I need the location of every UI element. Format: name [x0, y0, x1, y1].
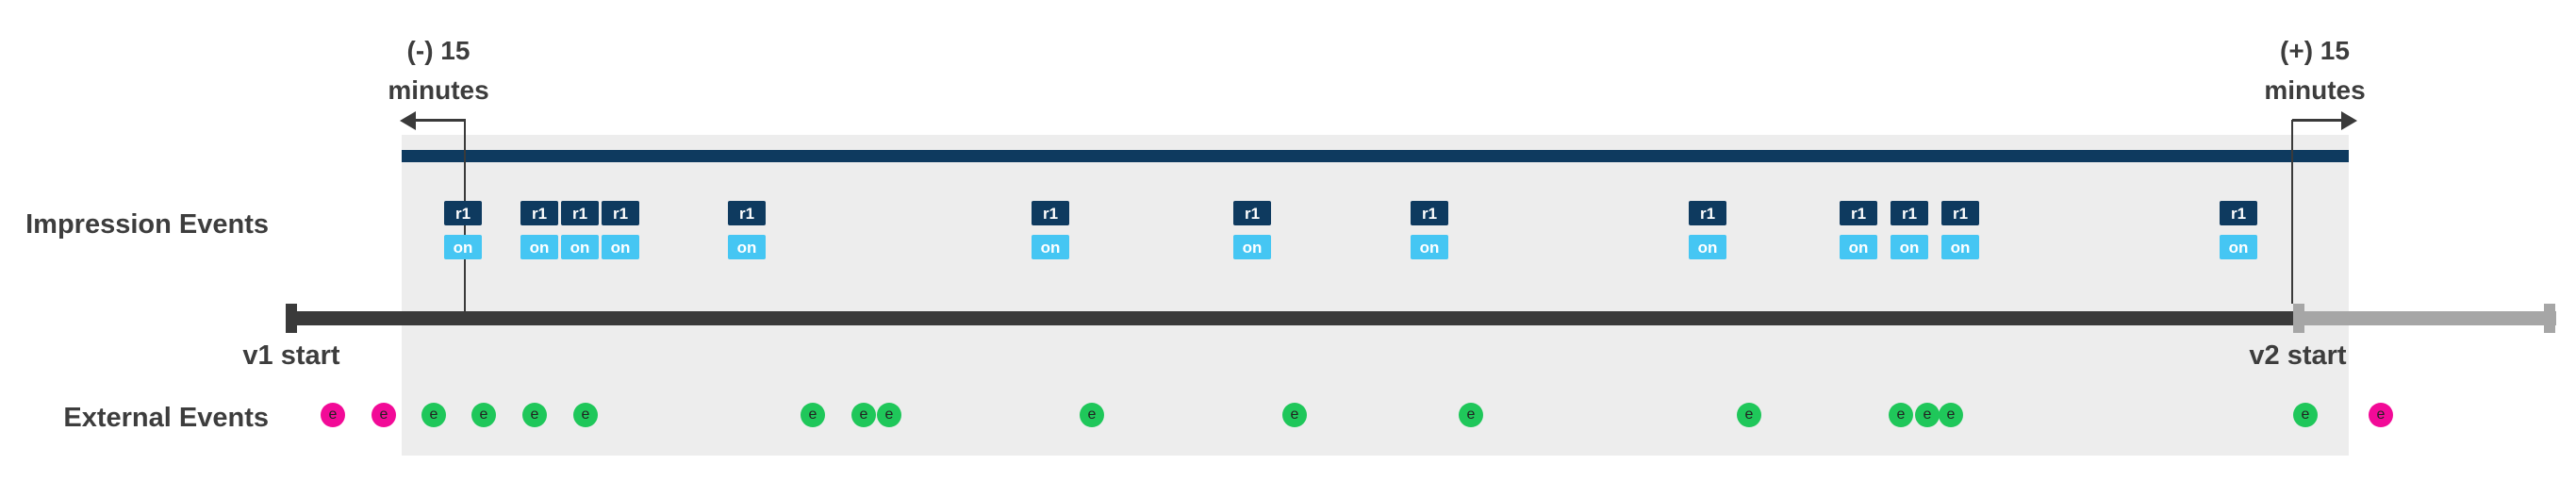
on-badge: on — [602, 235, 639, 259]
r1-badge: r1 — [1411, 201, 1448, 225]
timeline-end-cap — [2544, 304, 2555, 333]
external-event-dot-green: e — [1939, 403, 1963, 427]
external-event-dot-green: e — [877, 403, 901, 427]
impression-badge-pair: r1 on — [561, 201, 599, 259]
plus-15-arrowhead-icon — [2341, 111, 2357, 130]
on-badge: on — [1840, 235, 1877, 259]
v1-start-cap — [286, 304, 297, 333]
external-event-dot-green: e — [522, 403, 547, 427]
reporting-window-band — [402, 135, 2349, 456]
on-badge: on — [561, 235, 599, 259]
external-event-dot-green: e — [573, 403, 598, 427]
minus-15-arrow-line — [414, 119, 466, 122]
external-event-dot-green: e — [2293, 403, 2318, 427]
external-event-dot-green: e — [801, 403, 825, 427]
on-badge: on — [728, 235, 766, 259]
impression-badge-pair: r1 on — [444, 201, 482, 259]
external-event-dot-green: e — [421, 403, 446, 427]
external-event-dot-magenta: e — [372, 403, 396, 427]
external-event-dot-green: e — [1889, 403, 1913, 427]
impression-events-label: Impression Events — [25, 209, 269, 240]
on-badge: on — [1689, 235, 1726, 259]
on-badge: on — [444, 235, 482, 259]
external-event-dot-green: e — [1080, 403, 1104, 427]
minus-15-line1: (-) 15 — [406, 36, 471, 65]
external-event-dot-magenta: e — [321, 403, 345, 427]
r1-badge: r1 — [1891, 201, 1928, 225]
on-badge: on — [1233, 235, 1271, 259]
r1-badge: r1 — [561, 201, 599, 225]
impression-badge-pair: r1 on — [1840, 201, 1877, 259]
minus-15-line2: minutes — [388, 75, 489, 105]
r1-badge: r1 — [444, 201, 482, 225]
plus-15-connector-line — [2291, 120, 2293, 304]
r1-badge: r1 — [1233, 201, 1271, 225]
v2-start-cap — [2293, 304, 2304, 333]
plus-15-line2: minutes — [2264, 75, 2366, 105]
external-event-dot-green: e — [1737, 403, 1761, 427]
v2-start-label: v2 start — [2249, 340, 2347, 371]
r1-badge: r1 — [602, 201, 639, 225]
plus-15-minutes-label: (+) 15 minutes — [2202, 31, 2428, 110]
minus-15-minutes-label: (-) 15 minutes — [325, 31, 552, 110]
external-event-dot-green: e — [1282, 403, 1307, 427]
on-badge: on — [1891, 235, 1928, 259]
impression-badge-pair: r1 on — [520, 201, 558, 259]
impression-badge-pair: r1 on — [1941, 201, 1979, 259]
r1-badge: r1 — [2220, 201, 2257, 225]
external-events-label: External Events — [63, 403, 269, 433]
impression-badge-pair: r1 on — [602, 201, 639, 259]
external-event-dot-green: e — [1459, 403, 1483, 427]
plus-15-arrow-line — [2292, 119, 2342, 122]
external-event-dot-green: e — [851, 403, 876, 427]
r1-badge: r1 — [1941, 201, 1979, 225]
impression-badge-pair: r1 on — [1891, 201, 1928, 259]
on-badge: on — [520, 235, 558, 259]
on-badge: on — [1411, 235, 1448, 259]
plus-15-line1: (+) 15 — [2280, 36, 2350, 65]
impression-badge-pair: r1 on — [1689, 201, 1726, 259]
impression-badge-pair: r1 on — [728, 201, 766, 259]
external-event-dot-green: e — [471, 403, 496, 427]
minus-15-arrowhead-icon — [400, 111, 416, 130]
r1-badge: r1 — [520, 201, 558, 225]
on-badge: on — [2220, 235, 2257, 259]
r1-badge: r1 — [728, 201, 766, 225]
timeline-bar-v2 — [2293, 311, 2556, 325]
on-badge: on — [1032, 235, 1069, 259]
external-event-dot-green: e — [1915, 403, 1940, 427]
impression-badge-pair: r1 on — [1233, 201, 1271, 259]
impression-badge-pair: r1 on — [1032, 201, 1069, 259]
r1-badge: r1 — [1032, 201, 1069, 225]
impression-badge-pair: r1 on — [2220, 201, 2257, 259]
on-badge: on — [1941, 235, 1979, 259]
r1-badge: r1 — [1840, 201, 1877, 225]
timeline-bar-v1 — [286, 311, 2293, 325]
external-event-dot-magenta: e — [2369, 403, 2393, 427]
impression-badge-pair: r1 on — [1411, 201, 1448, 259]
campaign-flight-bar — [402, 150, 2349, 162]
v1-start-label: v1 start — [242, 340, 340, 371]
r1-badge: r1 — [1689, 201, 1726, 225]
